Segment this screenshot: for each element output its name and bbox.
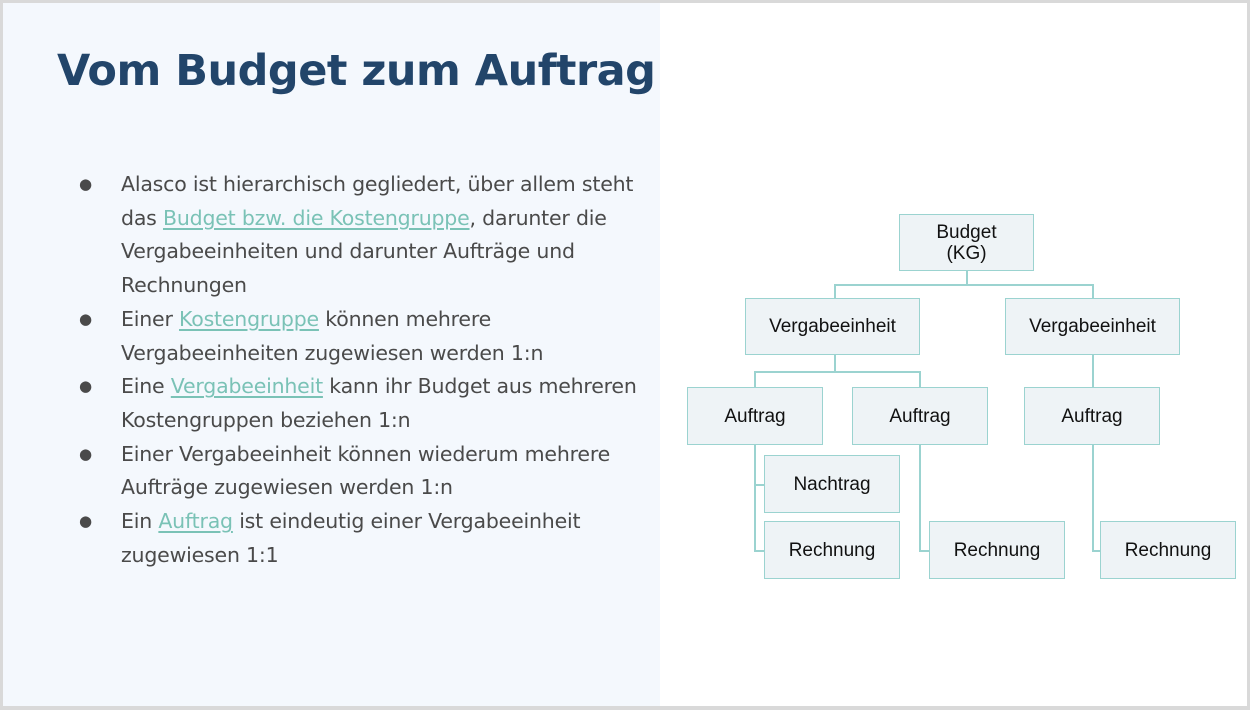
bullet-text: können mehrere Vergabeeinheiten zugewies… xyxy=(121,306,544,365)
bullet-text: Einer xyxy=(121,306,179,331)
link-kostengruppe[interactable]: Kostengruppe xyxy=(179,306,319,331)
bullet-text: kann ihr Budget aus mehreren Kostengrupp… xyxy=(121,374,637,432)
bullet-item: ● Alasco ist hierarchisch gegliedert, übe… xyxy=(69,168,654,303)
left-panel: Vom Budget zum Auftrag ● Alasco ist hiera… xyxy=(3,3,660,706)
connector-line xyxy=(1092,550,1101,552)
bullet-list: ● Alasco ist hierarchisch gegliedert, übe… xyxy=(69,168,654,572)
slide-title: Vom Budget zum Auftrag xyxy=(57,46,656,96)
connector-line xyxy=(1092,354,1094,388)
node-vergabeeinheit-left: Vergabeeinheit xyxy=(745,298,920,355)
bullet-text: Ein xyxy=(121,509,159,534)
bullet-text: Alasco ist hierarchisch gegliedert, über… xyxy=(121,172,634,230)
bullet-item: ● Einer Kostengruppe können mehrere Verga… xyxy=(69,303,654,370)
connector-line xyxy=(754,444,756,551)
node-auftrag-2: Auftrag xyxy=(852,387,988,445)
node-rechnung-3: Rechnung xyxy=(1100,521,1236,579)
connector-line xyxy=(919,371,921,388)
connector-line xyxy=(754,371,920,373)
bullet-item: ● Eine Vergabeeinheit kann ihr Budget aus… xyxy=(69,370,654,437)
connector-line xyxy=(1092,444,1094,551)
bullet-item: ● Einer Vergabeeinheit können wiederum me… xyxy=(69,438,654,505)
bullet-text: Einer Vergabeeinheit können wiederum meh… xyxy=(121,441,611,500)
connector-line xyxy=(754,550,765,552)
connector-line xyxy=(834,354,836,371)
node-nachtrag: Nachtrag xyxy=(764,455,900,513)
bullet-dot-icon: ● xyxy=(79,175,92,193)
connector-line xyxy=(834,284,836,298)
node-auftrag-3: Auftrag xyxy=(1024,387,1160,445)
node-rechnung-2: Rechnung xyxy=(929,521,1065,579)
connector-line xyxy=(1092,284,1094,298)
bullet-text: Eine xyxy=(121,374,171,399)
link-vergabeeinheit[interactable]: Vergabeeinheit xyxy=(170,374,323,399)
connector-line xyxy=(919,550,930,552)
bullet-dot-icon: ● xyxy=(79,309,92,328)
bullet-dot-icon: ● xyxy=(79,444,92,463)
slide: Vom Budget zum Auftrag ● Alasco ist hiera… xyxy=(3,3,1247,706)
connector-line xyxy=(966,270,968,285)
bullet-text: , darunter die Vergabeeinheiten und daru… xyxy=(121,205,607,298)
node-vergabeeinheit-right: Vergabeeinheit xyxy=(1005,298,1180,355)
connector-line xyxy=(754,484,765,486)
link-budget-kostengruppe[interactable]: Budget bzw. die Kostengruppe xyxy=(162,205,470,230)
bullet-item: ● Ein Auftrag ist eindeutig einer Vergabe… xyxy=(69,505,654,572)
bullet-dot-icon: ● xyxy=(79,512,92,531)
node-rechnung-1: Rechnung xyxy=(764,521,900,579)
connector-line xyxy=(919,444,921,551)
bullet-dot-icon: ● xyxy=(79,377,92,396)
node-auftrag-1: Auftrag xyxy=(687,387,823,445)
link-auftrag[interactable]: Auftrag xyxy=(158,509,233,534)
bullet-text: ist eindeutig einer Vergabeeinheit zugew… xyxy=(121,509,581,567)
connector-line xyxy=(834,284,1093,286)
connector-line xyxy=(754,371,756,388)
node-budget: Budget (KG) xyxy=(899,214,1034,271)
